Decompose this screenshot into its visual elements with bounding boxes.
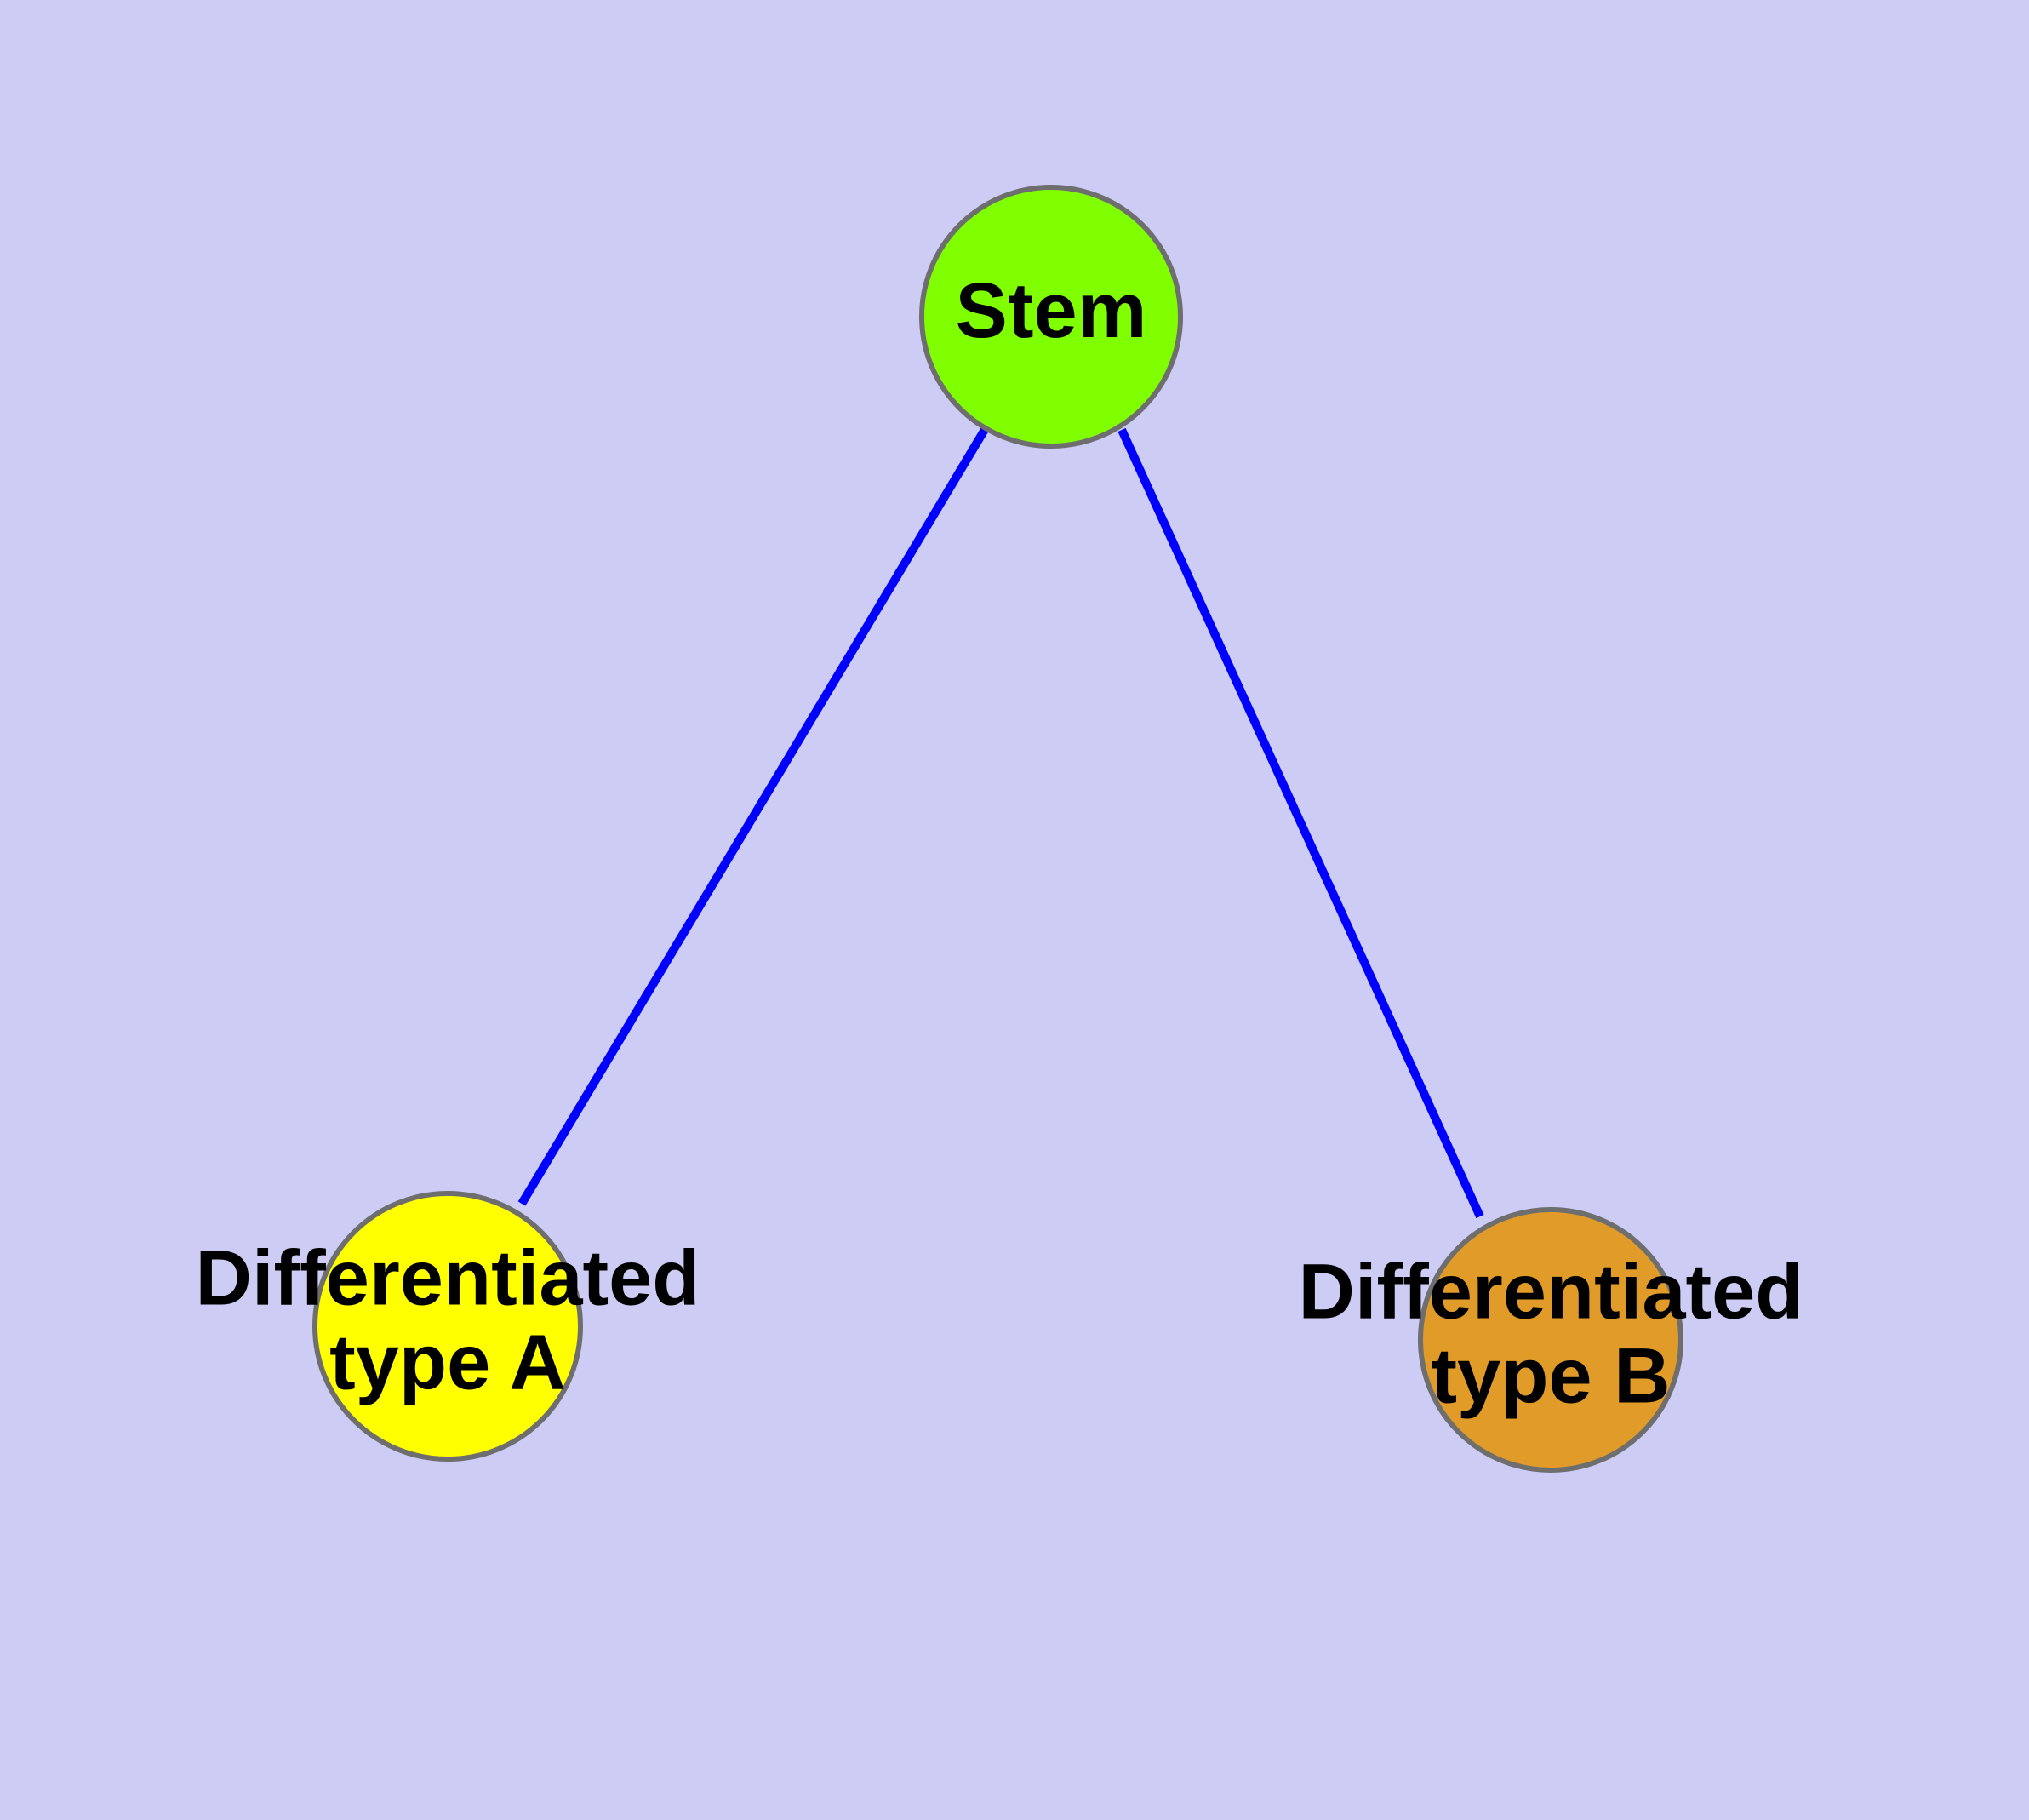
- graph-node-label-stem: Stem: [956, 267, 1147, 354]
- graph-edge-stem-to-diff-a: [517, 426, 990, 1206]
- graph-node-label-line: type B: [1431, 1333, 1670, 1420]
- graph-node-stem[interactable]: [919, 185, 1183, 449]
- edge-layer: [517, 426, 1484, 1219]
- graph-node-diff_a[interactable]: [312, 1191, 583, 1462]
- graph-node-label-line: type A: [329, 1319, 566, 1406]
- graph-node-label-line: Differentiated: [1299, 1249, 1803, 1336]
- graph-node-label-line: Differentiated: [196, 1235, 700, 1322]
- graph-node-label-line: Stem: [956, 267, 1147, 354]
- graph-node-diff_b[interactable]: [1418, 1207, 1683, 1473]
- graph-edge-stem-to-diff-b: [1117, 427, 1484, 1219]
- node-layer: [312, 185, 1683, 1473]
